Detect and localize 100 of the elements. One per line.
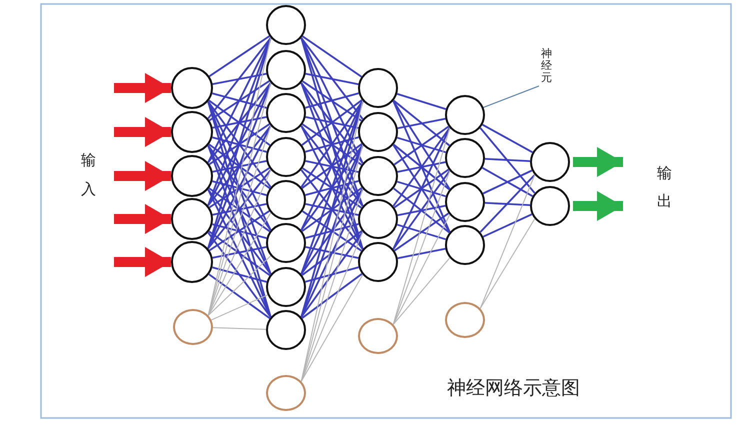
connection-line: [300, 100, 364, 318]
neuron: [266, 267, 306, 307]
connection-line: [207, 145, 272, 274]
connection-line: [212, 327, 266, 330]
neuron: [358, 68, 398, 108]
connection-line: [207, 169, 272, 250]
connection-line: [300, 100, 364, 382]
connection-line: [397, 118, 446, 130]
neuron: [530, 142, 570, 182]
input-arrow: [114, 117, 171, 147]
connection-line: [300, 231, 364, 318]
connection-line: [484, 202, 530, 206]
connection-line: [305, 72, 359, 86]
input-arrow: [114, 247, 171, 277]
bias-neuron: [266, 375, 306, 411]
neuron: [445, 225, 485, 265]
connection-line: [300, 125, 364, 207]
connection-line: [393, 100, 450, 146]
connection-line: [302, 80, 362, 122]
connection-line: [396, 136, 446, 154]
connection-line: [305, 136, 359, 153]
neuron: [358, 242, 398, 282]
connection-line: [305, 203, 359, 216]
connection-line: [209, 167, 270, 208]
neuron: [171, 241, 213, 283]
connection-line: [300, 144, 364, 231]
connection-line: [208, 255, 272, 316]
connection-line: [300, 188, 364, 275]
neuron: [171, 111, 213, 153]
connection-line: [212, 180, 267, 196]
connection-line: [302, 273, 362, 319]
connection-line: [396, 180, 446, 198]
connection-line: [300, 37, 364, 120]
output-arrow: [573, 147, 623, 177]
connection-line: [397, 204, 446, 216]
connection-line: [208, 274, 270, 320]
neuron: [358, 199, 398, 239]
connection-line: [300, 274, 364, 382]
connection-line: [397, 248, 446, 260]
connection-line: [212, 92, 267, 109]
bias-neuron: [445, 302, 485, 338]
connection-line: [209, 210, 270, 252]
connection-line: [392, 144, 450, 233]
bias-neuron: [358, 318, 398, 354]
connection-line: [212, 266, 267, 283]
connection-line: [305, 266, 359, 283]
connection-line: [212, 223, 267, 239]
neuron: [445, 182, 485, 222]
connection-line: [300, 231, 364, 382]
connection-line: [300, 82, 364, 250]
connection-line: [300, 188, 364, 318]
connection-line: [394, 126, 450, 166]
connection-line: [302, 167, 362, 209]
connection-line: [212, 136, 267, 153]
connection-line: [208, 35, 270, 78]
connection-line: [393, 188, 450, 234]
neuron: [358, 156, 398, 196]
connection-line: [305, 160, 359, 173]
connection-line: [208, 187, 270, 232]
connection-line: [210, 294, 268, 320]
connection-line: [305, 246, 359, 259]
connection-line: [301, 99, 363, 146]
connection-line: [300, 144, 364, 382]
connection-line: [300, 126, 364, 250]
connection-line: [482, 124, 533, 154]
connection-line: [207, 101, 272, 274]
connection-line: [484, 158, 530, 162]
connection-line: [207, 189, 272, 318]
input-arrow: [114, 204, 171, 234]
neuron: [266, 180, 306, 220]
connection-line: [207, 125, 272, 206]
leader-line: [483, 86, 540, 108]
neuron: [171, 155, 213, 197]
connection-line: [212, 160, 267, 173]
connection-line: [207, 188, 272, 275]
connection-line: [207, 38, 272, 163]
connection-line: [392, 100, 451, 232]
connection-line: [208, 212, 272, 316]
input-arrow: [114, 73, 171, 103]
connection-line: [480, 174, 536, 233]
connection-line: [207, 37, 272, 120]
neuron: [171, 67, 213, 109]
connection-line: [396, 224, 446, 240]
connection-line: [300, 38, 364, 250]
neuron: [266, 310, 306, 350]
connection-line: [207, 126, 272, 249]
connection-line: [208, 144, 270, 190]
connection-line: [208, 100, 270, 146]
connection-line: [212, 246, 267, 259]
neuron: [171, 198, 213, 240]
connection-line: [392, 127, 450, 325]
connection-line: [480, 218, 536, 309]
neuron-label: 神经元: [541, 48, 553, 84]
connection-line: [305, 116, 359, 129]
connection-line: [305, 180, 359, 196]
connection-line: [207, 38, 272, 249]
connection-line: [209, 80, 270, 122]
connection-line: [302, 124, 362, 166]
connection-line: [212, 203, 267, 216]
connection-line: [392, 170, 450, 325]
